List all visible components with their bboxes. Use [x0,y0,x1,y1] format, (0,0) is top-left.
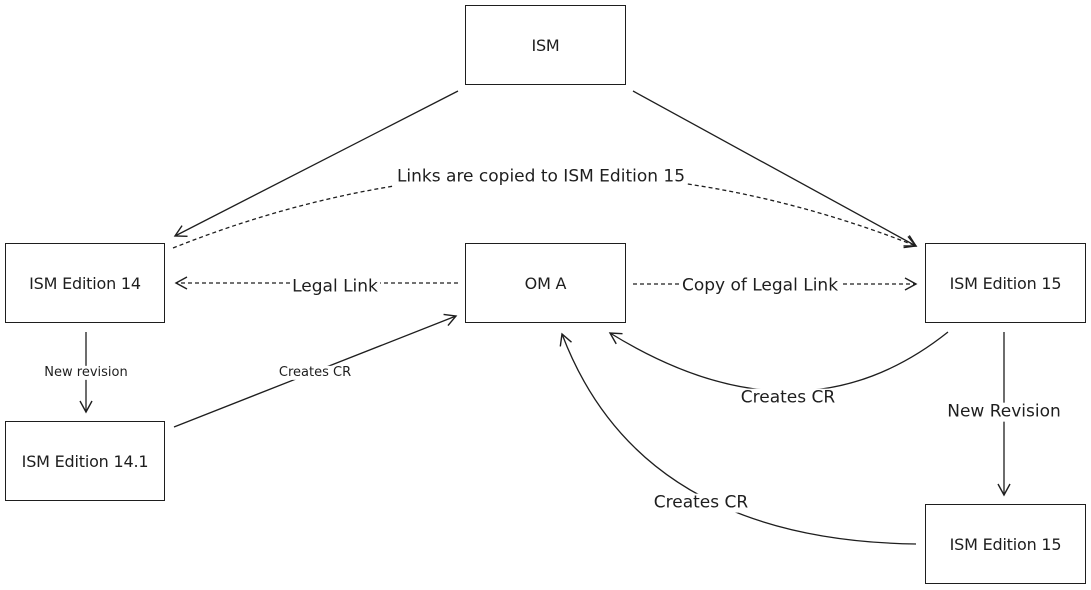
edge-label-creates-cr-15: Creates CR [738,387,838,408]
node-ism-edition-14-1[interactable]: ISM Edition 14.1 [5,421,165,501]
node-om-a[interactable]: OM A [465,243,626,323]
node-label: OM A [524,273,567,293]
edge-label-legal-link: Legal Link [290,276,380,297]
arrow-ism-to-ism14 [173,90,459,238]
node-label: ISM Edition 14.1 [21,451,149,471]
edge-label-links-copied: Links are copied to ISM Edition 15 [394,166,688,187]
edge-label-copy-legal-link: Copy of Legal Link [679,275,841,296]
edge-label-creates-cr-15b: Creates CR [651,492,751,513]
arrow-ism-to-ism15 [632,90,918,247]
node-label: ISM [531,35,560,55]
edge-label-new-revision-15: New Revision [945,401,1063,422]
node-label: ISM Edition 15 [949,273,1062,293]
node-ism-edition-15-revision[interactable]: ISM Edition 15 [925,504,1086,584]
node-ism-edition-15[interactable]: ISM Edition 15 [925,243,1086,323]
node-ism-edition-14[interactable]: ISM Edition 14 [5,243,165,323]
edge-label-new-revision-14: New revision [42,364,130,381]
edge-label-creates-cr-141: Creates CR [276,364,354,381]
node-label: ISM Edition 14 [29,273,141,293]
arrow-creates-cr-15 [608,331,949,392]
arrow-creates-cr-15b [559,332,917,545]
node-label: ISM Edition 15 [949,534,1062,554]
node-ism[interactable]: ISM [465,5,626,85]
